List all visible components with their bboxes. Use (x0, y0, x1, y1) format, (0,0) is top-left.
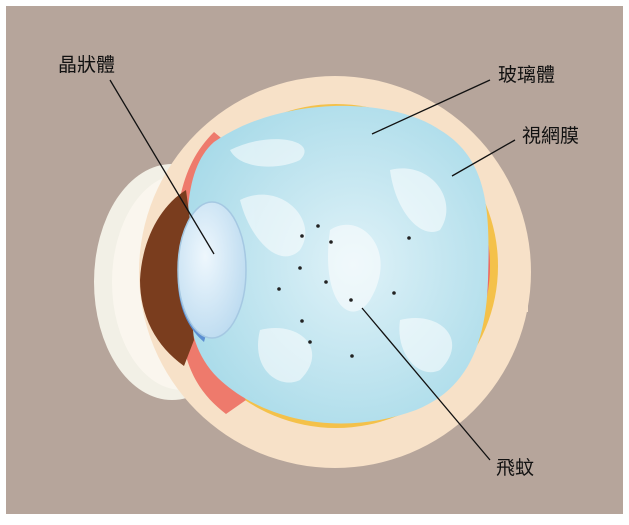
lens-shape (178, 202, 246, 338)
label-floaters: 飛蚊 (496, 459, 534, 478)
label-retina: 視網膜 (522, 127, 579, 146)
label-vitreous: 玻璃體 (498, 66, 555, 85)
label-lens: 晶狀體 (58, 56, 115, 75)
